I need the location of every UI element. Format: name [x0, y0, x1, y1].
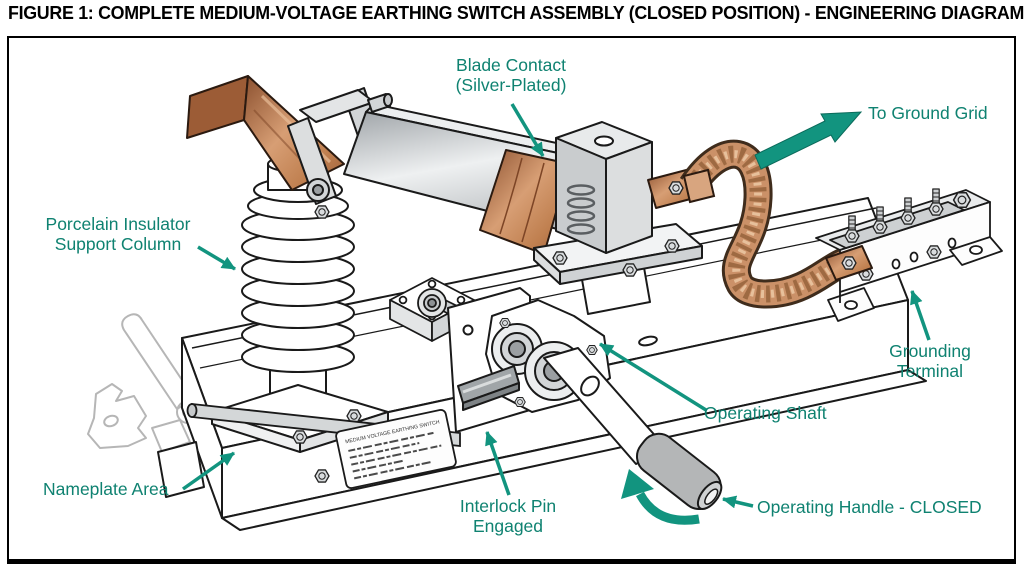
braid-ferrule: [682, 168, 716, 204]
nameplate-arrow: [181, 451, 236, 491]
blade-contact-arrow: [510, 103, 545, 157]
operating-handle-arrow: [722, 495, 754, 509]
porcelain-insulator: [211, 142, 389, 453]
label-to-ground-grid: To Ground Grid: [868, 103, 988, 123]
contact-spring: [566, 184, 596, 235]
grounding-terminal-bar: [815, 189, 1003, 322]
hinge-clevis-front: [287, 93, 393, 220]
contact-block: [533, 121, 703, 315]
interlock-pin-arrow: [485, 431, 511, 496]
label-blade-contact: Blade Contact (Silver-Plated): [455, 55, 567, 96]
label-interlock-pin: Interlock Pin Engaged: [459, 496, 557, 537]
annotation-arrows: [181, 103, 931, 525]
label-porcelain-insulator: Porcelain Insulator Support Column: [45, 214, 191, 255]
label-nameplate-area: Nameplate Area: [43, 479, 169, 499]
porcelain-insulator-arrow: [197, 245, 236, 271]
grounding-terminal-arrow: [910, 290, 931, 341]
figure-title: FIGURE 1: COMPLETE MEDIUM-VOLTAGE EARTHI…: [8, 3, 1024, 23]
braided-conductor: [679, 139, 851, 309]
handle-rotation-arrow: [621, 469, 700, 525]
handle-grip: [635, 432, 723, 511]
operating-shaft-arrow: [599, 342, 707, 412]
label-grounding-terminal: Grounding Terminal: [889, 341, 971, 382]
nameplate: MEDIUM VOLTAGE EARTHING SWITCH: [335, 409, 457, 489]
to-ground-grid-arrow: [754, 111, 863, 170]
interlock-pin: [457, 365, 520, 411]
operating-handle: [543, 347, 723, 511]
label-operating-handle: Operating Handle - CLOSED: [757, 497, 982, 517]
label-operating-shaft: Operating Shaft: [704, 403, 827, 423]
